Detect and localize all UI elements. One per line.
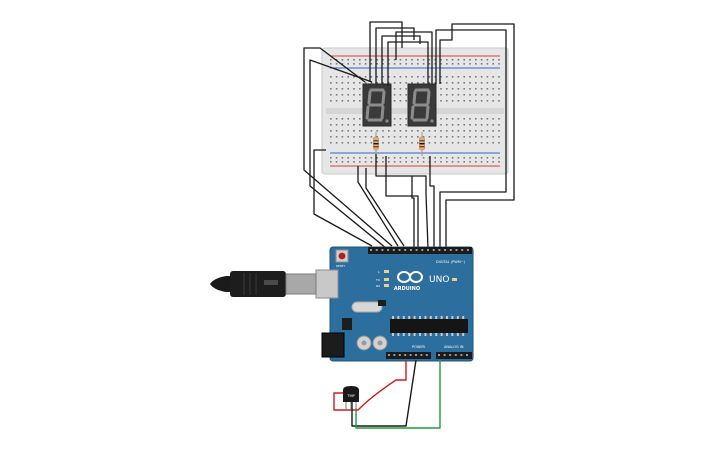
- analog-header-label: ANALOG IN: [444, 345, 464, 349]
- resistor-left[interactable]: [373, 132, 379, 156]
- status-leds: [384, 270, 457, 287]
- usb-interface-chip: [378, 300, 386, 306]
- seven-segment-display-right[interactable]: [407, 83, 437, 127]
- arduino-logo-icon: [397, 271, 423, 283]
- resistor-right[interactable]: [419, 132, 425, 156]
- arduino-model-label: UNO: [429, 275, 449, 285]
- temperature-sensor-label: TMP: [346, 394, 355, 398]
- led-label-tx: TX: [375, 278, 380, 282]
- power-header-label: POWER: [412, 345, 426, 349]
- usb-cable[interactable]: [210, 271, 317, 297]
- power-header[interactable]: [386, 352, 431, 359]
- power-jack: [321, 332, 345, 358]
- led-label-rx: RX: [376, 284, 380, 288]
- arduino-brand-label: ARDUINO: [394, 286, 420, 292]
- digital-header-label: DIGITAL (PWM~): [436, 260, 466, 264]
- arduino-uno-board[interactable]: ARDUINO UNO DIGITAL (PWM~) POWER ANALOG …: [315, 246, 474, 362]
- voltage-regulator: [342, 318, 352, 330]
- reset-button[interactable]: [335, 249, 349, 263]
- wires-black[interactable]: [303, 21, 515, 249]
- seven-segment-display-left[interactable]: [362, 83, 392, 127]
- usb-port: [315, 269, 339, 299]
- temperature-sensor[interactable]: TMP: [343, 386, 359, 410]
- atmega-chip: [390, 319, 468, 333]
- analog-header[interactable]: [436, 352, 472, 359]
- led-label-l: L: [378, 270, 380, 274]
- crystal-oscillator: [351, 301, 383, 313]
- digital-header[interactable]: [368, 247, 472, 254]
- power-analog-pins: [388, 354, 468, 356]
- digital-pins: [370, 249, 469, 251]
- reset-label: RESET: [336, 264, 345, 268]
